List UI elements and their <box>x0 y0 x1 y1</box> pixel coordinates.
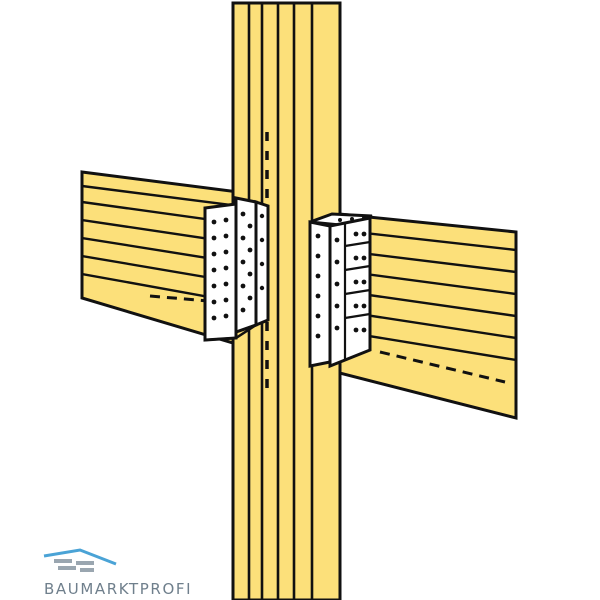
logo-text: BAUMARKTPROFI <box>44 580 193 598</box>
brand-logo: BAUMARKTPROFI <box>38 548 191 598</box>
left-joist-hanger <box>203 196 270 342</box>
right-beam-hidden-line <box>379 350 506 384</box>
right-joist-hanger <box>308 212 373 369</box>
roof-icon <box>43 548 117 572</box>
